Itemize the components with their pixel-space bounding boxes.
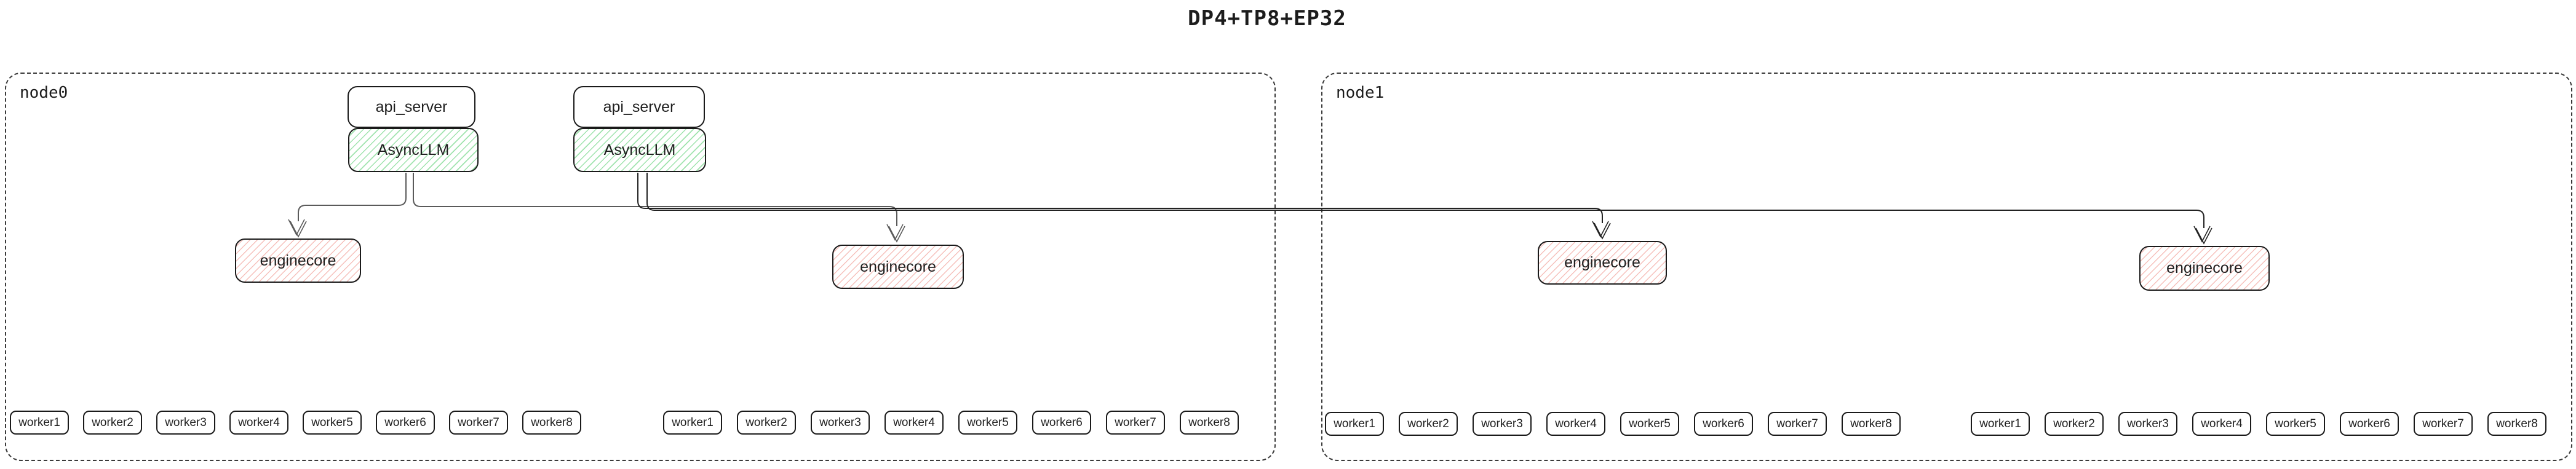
worker-box: worker6	[1032, 411, 1091, 435]
api-server-1-box: api_server	[348, 86, 475, 128]
api-server-2-box: api_server	[573, 86, 705, 128]
worker-box: worker4	[229, 411, 288, 435]
node1-worker-group-2: worker1 worker2 worker3 worker4 worker5 worke…	[1971, 412, 2546, 436]
enginecore-1-box: enginecore	[235, 238, 361, 283]
worker-box: worker8	[2487, 412, 2546, 436]
node0-worker-group-2: worker1 worker2 worker3 worker4 worker5 worke…	[663, 411, 1239, 435]
asyncllm-1-box: AsyncLLM	[348, 128, 479, 172]
worker-box: worker7	[449, 411, 508, 435]
worker-box: worker7	[1106, 411, 1165, 435]
worker-box: worker5	[1620, 412, 1679, 436]
worker-box: worker4	[1546, 412, 1605, 436]
worker-box: worker1	[10, 411, 69, 435]
worker-box: worker6	[1694, 412, 1753, 436]
worker-box: worker7	[2414, 412, 2473, 436]
worker-box: worker7	[1768, 412, 1827, 436]
worker-box: worker1	[1971, 412, 2030, 436]
worker-box: worker3	[156, 411, 215, 435]
worker-box: worker5	[303, 411, 362, 435]
asyncllm-2-box: AsyncLLM	[573, 128, 706, 172]
worker-box: worker8	[522, 411, 581, 435]
worker-box: worker2	[737, 411, 796, 435]
worker-box: worker5	[2266, 412, 2325, 436]
worker-box: worker4	[2192, 412, 2251, 436]
node0-label: node0	[20, 84, 68, 102]
worker-box: worker3	[2118, 412, 2177, 436]
node1-worker-group-1: worker1 worker2 worker3 worker4 worker5 worke…	[1325, 412, 1901, 436]
worker-box: worker1	[663, 411, 722, 435]
worker-box: worker6	[376, 411, 435, 435]
node1-container: node1	[1321, 73, 2572, 461]
node0-container: node0	[5, 73, 1276, 461]
worker-box: worker4	[885, 411, 944, 435]
node1-label: node1	[1336, 84, 1385, 102]
worker-box: worker2	[83, 411, 142, 435]
node0-worker-group-1: worker1 worker2 worker3 worker4 worker5 worke…	[10, 411, 581, 435]
worker-box: worker1	[1325, 412, 1384, 436]
worker-box: worker8	[1180, 411, 1239, 435]
diagram-title: DP4+TP8+EP32	[1188, 6, 1346, 31]
worker-box: worker3	[1473, 412, 1532, 436]
worker-box: worker5	[958, 411, 1017, 435]
worker-box: worker6	[2340, 412, 2399, 436]
enginecore-2-box: enginecore	[832, 245, 964, 289]
worker-box: worker3	[811, 411, 870, 435]
worker-box: worker2	[1399, 412, 1458, 436]
enginecore-3-box: enginecore	[1538, 241, 1667, 285]
enginecore-4-box: enginecore	[2139, 246, 2270, 291]
worker-box: worker8	[1842, 412, 1901, 436]
worker-box: worker2	[2045, 412, 2104, 436]
